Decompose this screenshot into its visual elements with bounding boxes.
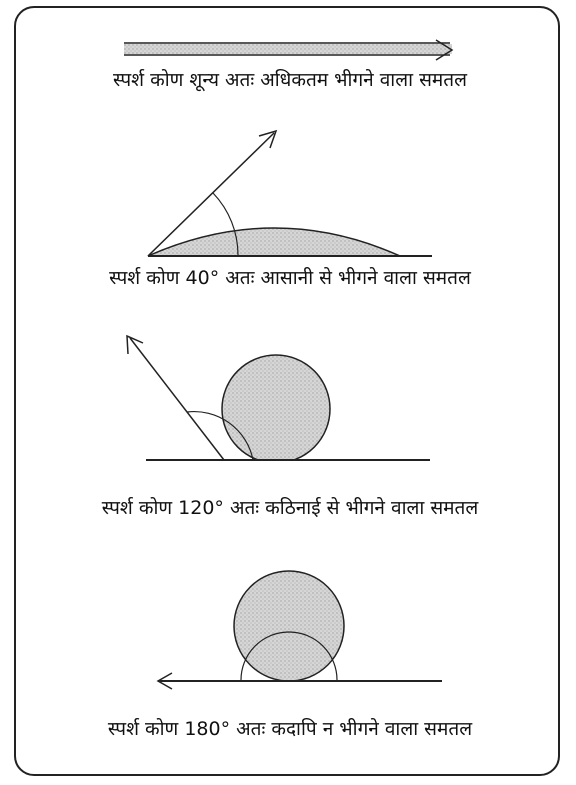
arrow-head-left	[156, 672, 173, 690]
arrow-head	[258, 129, 278, 149]
liquid-drop	[221, 354, 331, 464]
tangent-arrow	[147, 132, 275, 257]
liquid-film	[124, 44, 452, 54]
panel-180-angle	[156, 570, 442, 690]
arrow-head	[126, 334, 144, 355]
angle-arc	[240, 631, 338, 681]
caption-180-angle: स्पर्श कोण 180° अतः कदापि न भीगने वाला स…	[107, 718, 473, 740]
angle-arc	[186, 410, 254, 461]
liquid-drop	[147, 227, 401, 257]
arrow-head-right	[435, 39, 454, 61]
liquid-drop	[233, 570, 345, 682]
caption-120-angle: स्पर्श कोण 120° अतः कठिनाई से भीगने वाला…	[101, 497, 479, 519]
panel-120-angle	[126, 334, 440, 481]
drop-clip	[140, 461, 440, 481]
caption-40-angle: स्पर्श कोण 40° अतः आसानी से भीगने वाला स…	[109, 267, 471, 289]
panel-zero-angle	[124, 39, 454, 61]
diagram-frame	[14, 6, 560, 776]
angle-arc	[212, 192, 239, 257]
tangent-arrow	[129, 337, 225, 461]
caption-zero-angle: स्पर्श कोण शून्य अतः अधिकतम भीगने वाला स…	[113, 69, 467, 91]
panel-40-angle	[147, 129, 432, 257]
